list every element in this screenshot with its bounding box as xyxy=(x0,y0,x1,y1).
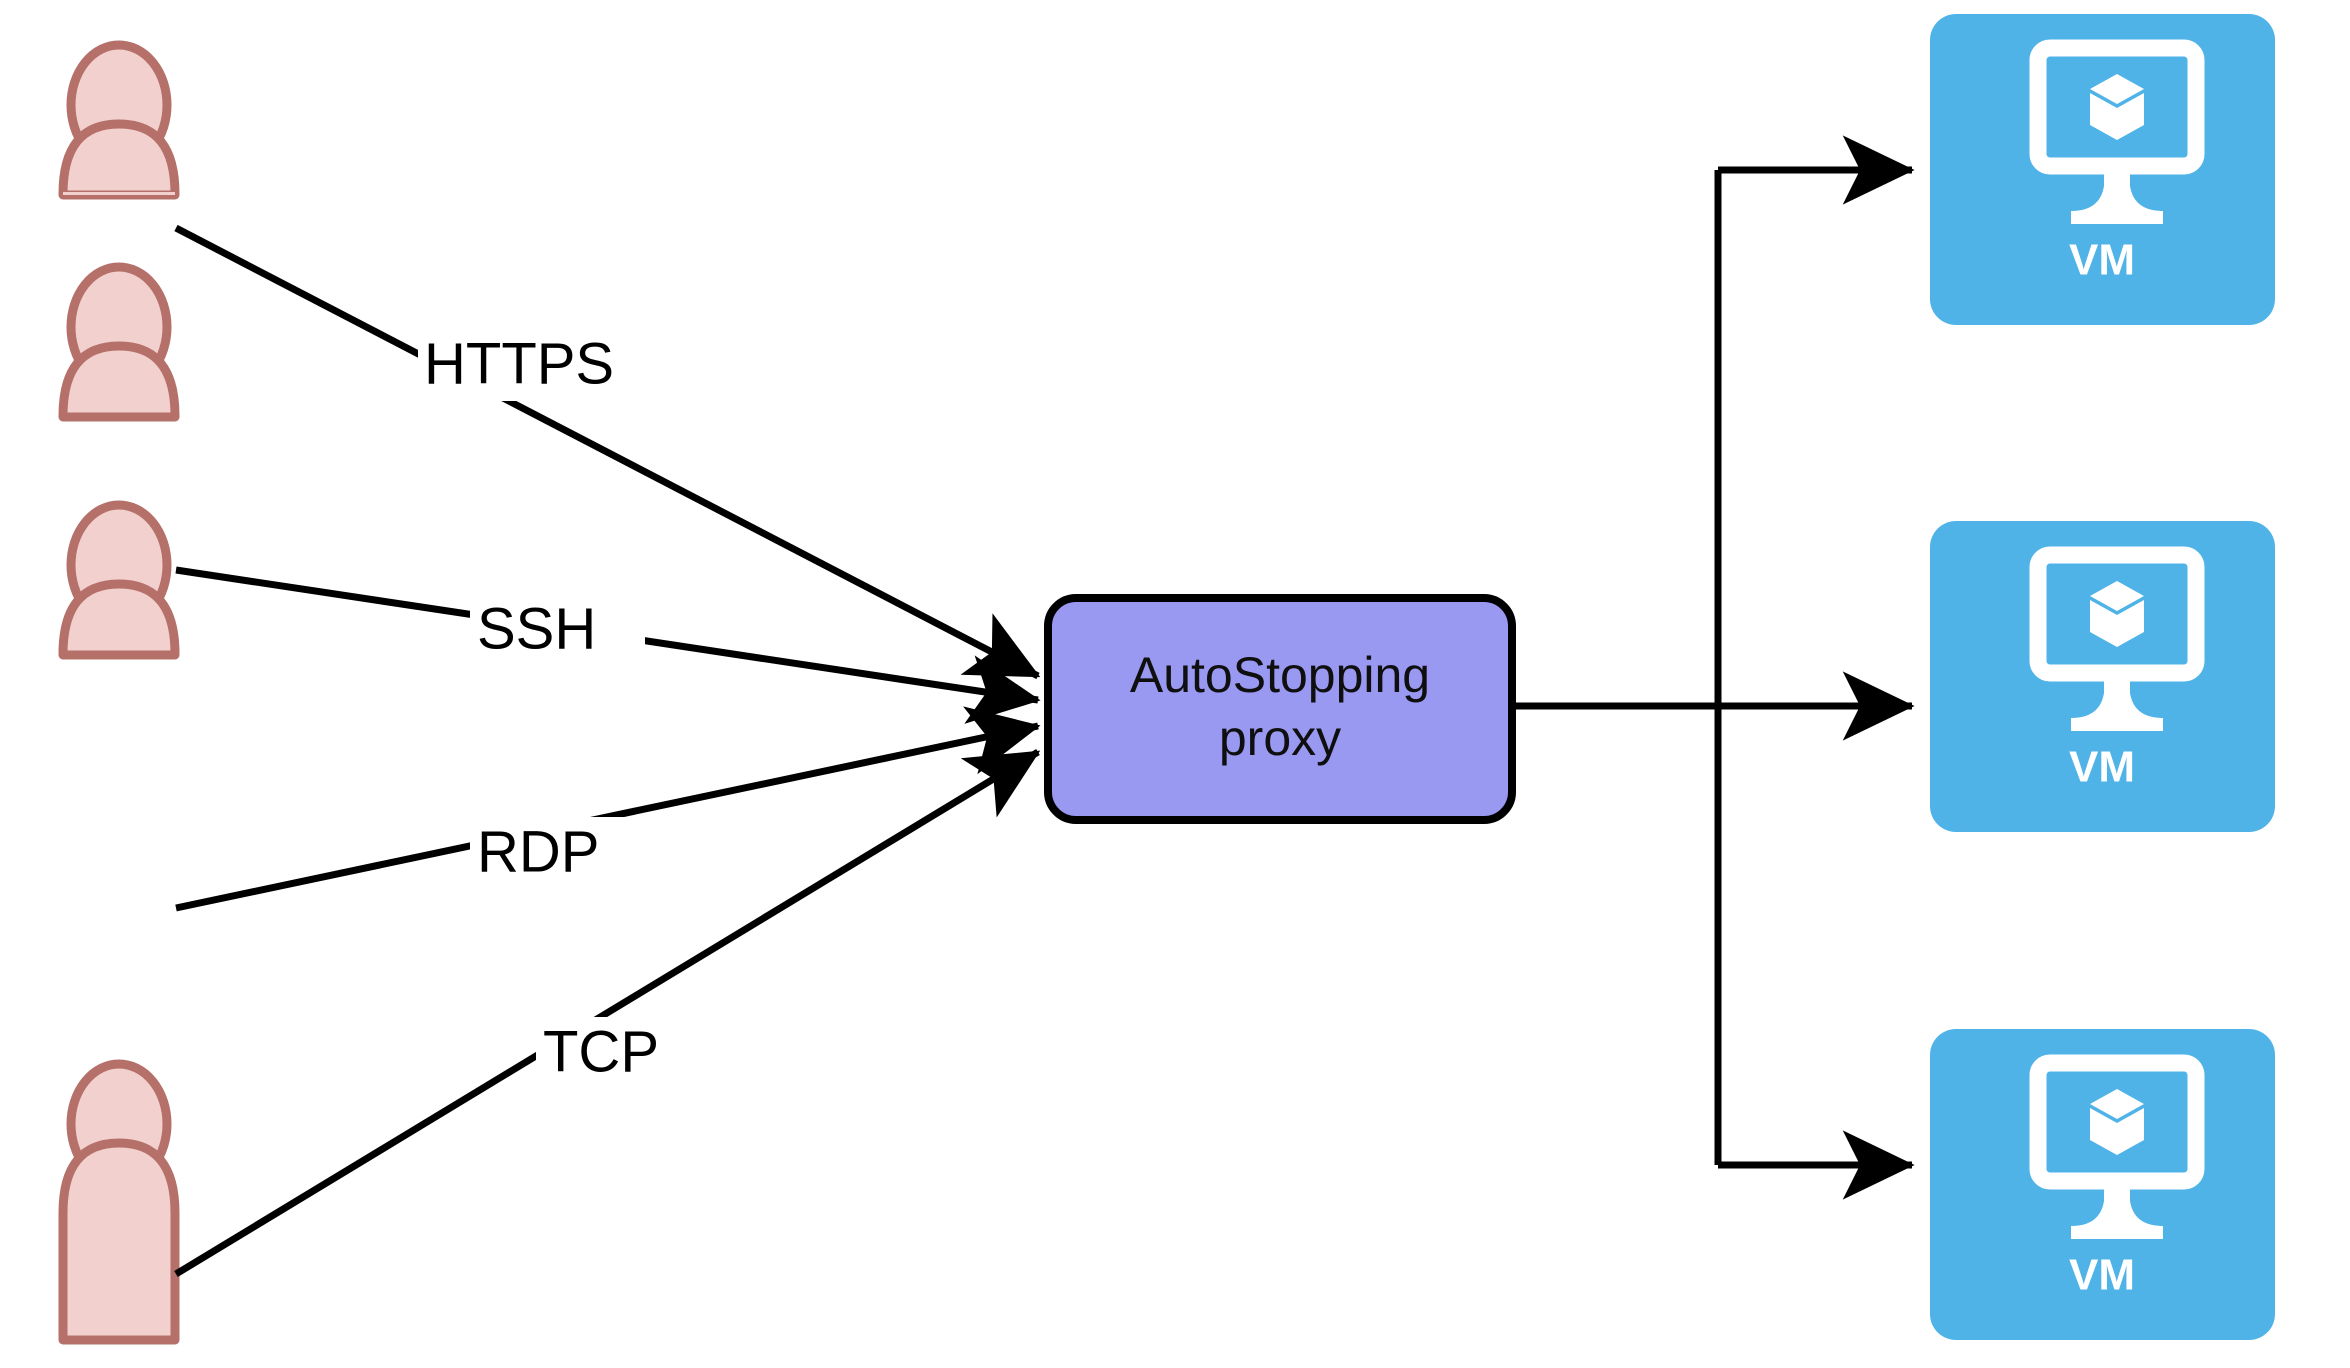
edge-label-https-text: HTTPS xyxy=(424,331,614,396)
edge-proxy-to-vms-trunk[interactable] xyxy=(1512,135,1915,1200)
actor-1[interactable] xyxy=(58,40,180,200)
virtual-machine-icon xyxy=(2029,546,2205,731)
proxy-label-line1: AutoStopping xyxy=(1130,647,1430,703)
proxy-box xyxy=(1044,594,1516,824)
actor-2[interactable] xyxy=(58,262,180,422)
edge-label-rdp-text: RDP xyxy=(477,819,599,884)
vm-label: VM xyxy=(2069,1251,2135,1300)
actor-body-icon xyxy=(58,119,180,200)
edge-label-ssh: SSH xyxy=(470,594,645,666)
edge-label-rdp: RDP xyxy=(470,817,645,889)
vm-node-2[interactable]: VM xyxy=(1930,521,2275,832)
proxy-label-line2: proxy xyxy=(1219,710,1341,766)
vm-label: VM xyxy=(2069,236,2135,285)
vm-node-3[interactable]: VM xyxy=(1930,1029,2275,1340)
actor-body-icon xyxy=(58,341,180,422)
vm-node-1[interactable]: VM xyxy=(1930,14,2275,325)
actor-body-icon xyxy=(58,1138,180,1345)
vm-label: VM xyxy=(2069,743,2135,792)
edge-label-tcp: TCP xyxy=(536,1017,706,1089)
actor-body-icon xyxy=(58,579,180,660)
edge-actor1-to-proxy[interactable] xyxy=(174,224,1041,680)
virtual-machine-icon xyxy=(2029,1054,2205,1239)
autostopping-proxy-node[interactable]: AutoStopping proxy xyxy=(1044,594,1516,824)
virtual-machine-icon xyxy=(2029,39,2205,224)
actor-4[interactable] xyxy=(58,1059,180,1345)
actor-body-fill xyxy=(63,192,175,195)
edge-label-https: HTTPS xyxy=(418,329,658,401)
actor-3[interactable] xyxy=(58,500,180,660)
edge-label-tcp-text: TCP xyxy=(543,1019,659,1084)
edge-actor4-to-proxy[interactable] xyxy=(174,749,1041,1277)
edge-label-ssh-text: SSH xyxy=(477,596,596,661)
